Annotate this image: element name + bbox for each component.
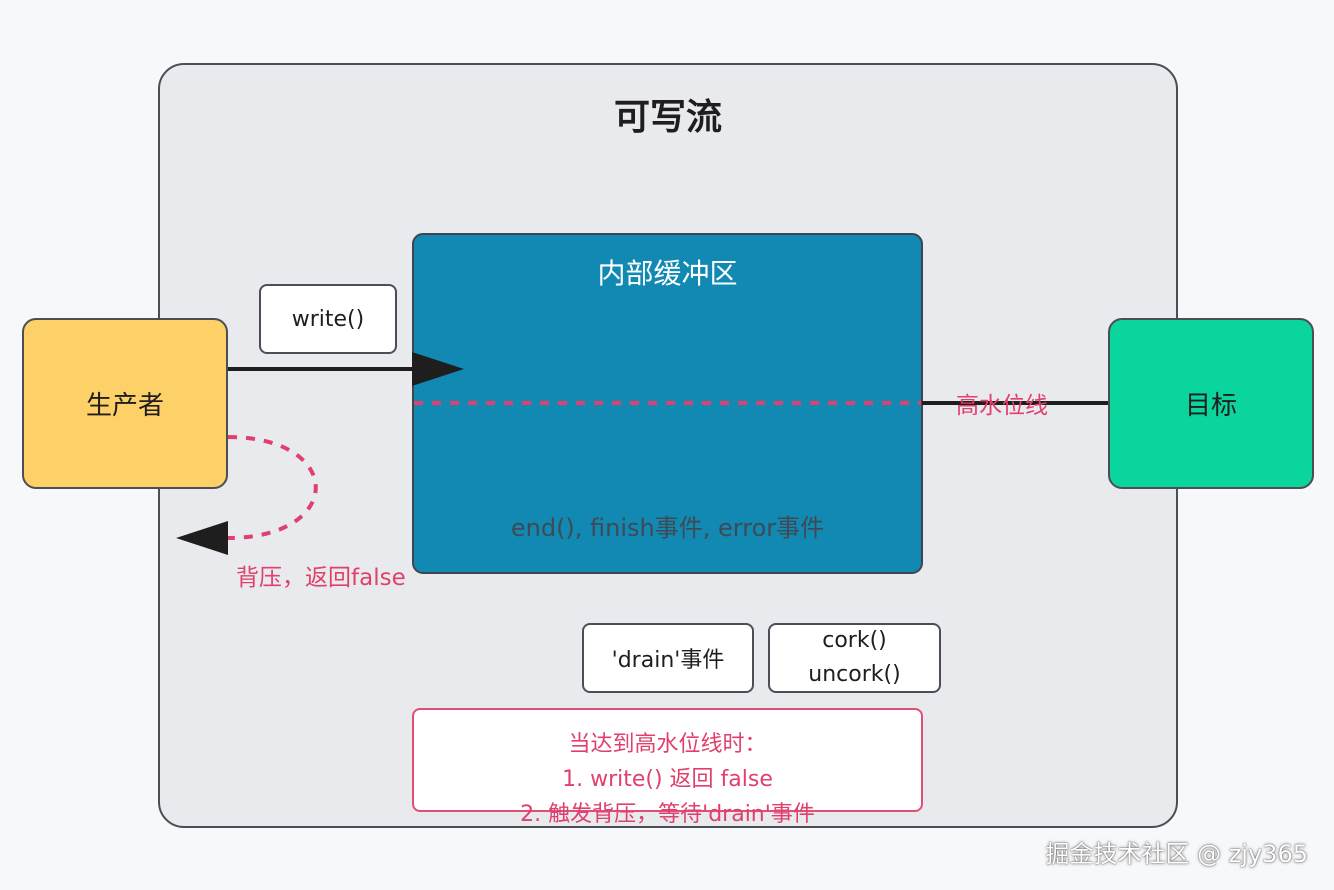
producer-node: 生产者 bbox=[22, 318, 228, 489]
note-line-3: 2. 触发背压，等待'drain'事件 bbox=[520, 802, 815, 827]
note-line-2: 1. write() 返回 false bbox=[562, 767, 773, 792]
uncork-label: uncork() bbox=[808, 662, 901, 687]
high-water-mark-note-box bbox=[412, 708, 923, 812]
high-water-mark-note: 当达到高水位线时： 1. write() 返回 false 2. 触发背压，等待… bbox=[412, 727, 923, 837]
drain-event-box: 'drain'事件 bbox=[582, 623, 754, 693]
diagram-title: 可写流 bbox=[613, 97, 722, 138]
cork-label: cork() bbox=[822, 628, 887, 653]
cork-uncork-box: cork() uncork() bbox=[768, 623, 941, 693]
target-node: 目标 bbox=[1108, 318, 1314, 489]
write-arrowhead bbox=[412, 352, 464, 386]
backpressure-label: 背压，返回false bbox=[236, 565, 406, 591]
write-method-box: write() bbox=[259, 284, 397, 354]
watermark: 掘金技术社区 @ zjy365 bbox=[1045, 840, 1308, 868]
backpressure-arrowhead bbox=[176, 521, 228, 555]
backpressure-curve bbox=[227, 435, 318, 540]
high-water-mark-label: 高水位线 bbox=[956, 393, 1048, 419]
note-line-1: 当达到高水位线时： bbox=[568, 732, 767, 757]
buffer-title: 内部缓冲区 bbox=[597, 257, 738, 290]
buffer-events-label: end(), finish事件, error事件 bbox=[510, 514, 825, 542]
